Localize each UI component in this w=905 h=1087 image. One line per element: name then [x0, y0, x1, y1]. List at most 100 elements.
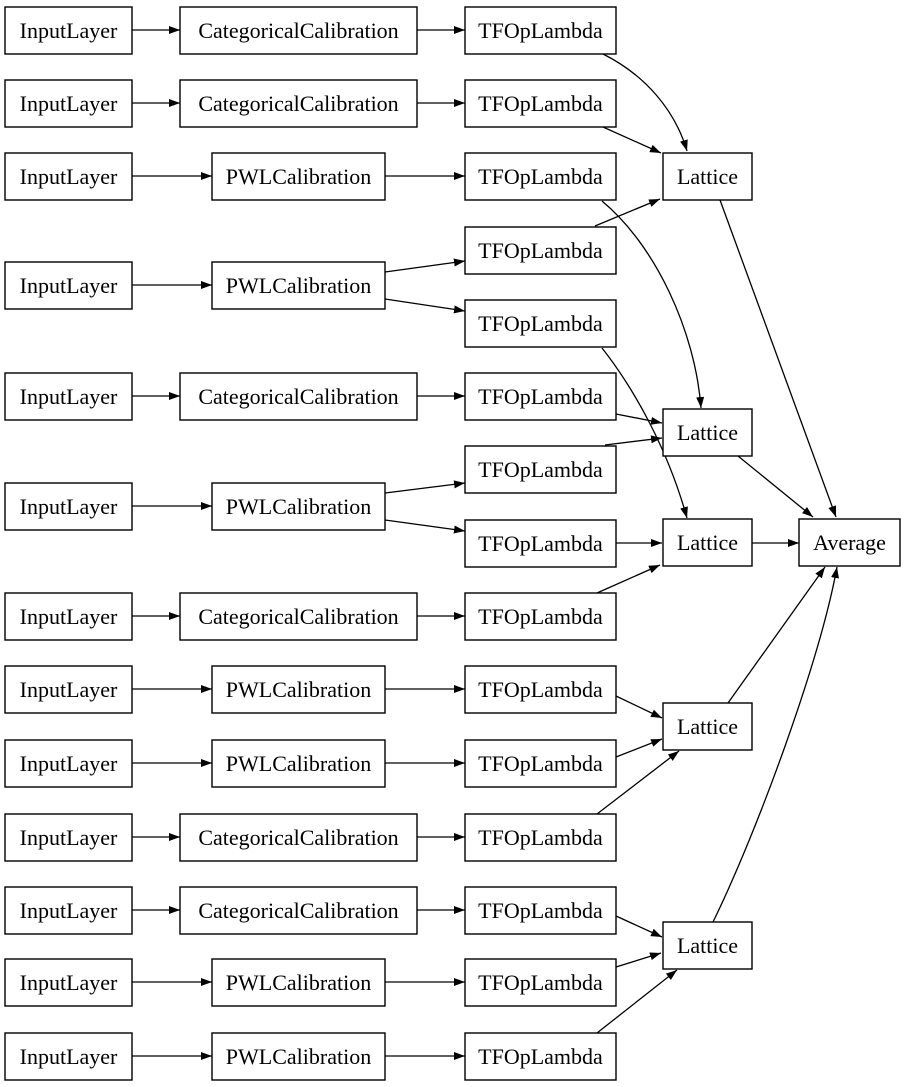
- node-tfoplambda-11-box: [464, 739, 617, 788]
- node-tfoplambda-4-label: TFOpLambda: [478, 238, 603, 263]
- node-inputlayer-9-box: [4, 739, 133, 788]
- node-categoricalcalibration-5-label: CategoricalCalibration: [198, 384, 398, 409]
- node-inputlayer-11-box: [4, 886, 133, 935]
- node-tfoplambda-10-label: TFOpLambda: [478, 677, 603, 702]
- node-pwlcalibration-6-label: PWLCalibration: [226, 494, 371, 519]
- node-inputlayer-9: InputLayer: [4, 739, 133, 788]
- node-lattice-5: Lattice: [662, 921, 753, 970]
- node-average-label: Average: [813, 530, 886, 555]
- node-tfoplambda-1: TFOpLambda: [464, 6, 617, 55]
- edge-tfoplambda-12-lattice-4: [596, 750, 680, 815]
- node-lattice-5-box: [662, 921, 753, 970]
- node-inputlayer-3-box: [4, 152, 133, 201]
- node-tfoplambda-14-label: TFOpLambda: [478, 970, 603, 995]
- node-tfoplambda-1-box: [464, 6, 617, 55]
- edges-layer: [132, 26, 839, 1060]
- node-pwlcalibration-8-box: [211, 665, 386, 714]
- node-categoricalcalibration-1-box: [179, 6, 418, 55]
- edge-tfoplambda-6-lattice-2: [615, 413, 663, 425]
- node-categoricalcalibration-2: CategoricalCalibration: [179, 79, 418, 128]
- node-categoricalcalibration-11-label: CategoricalCalibration: [198, 898, 398, 923]
- node-pwlcalibration-3-label: PWLCalibration: [226, 164, 371, 189]
- node-tfoplambda-15-label: TFOpLambda: [478, 1044, 603, 1069]
- edge-tfoplambda-14-lattice-5: [615, 952, 662, 968]
- node-tfoplambda-11-label: TFOpLambda: [478, 751, 603, 776]
- node-inputlayer-6: InputLayer: [4, 482, 133, 531]
- node-categoricalcalibration-7-box: [179, 592, 418, 641]
- node-inputlayer-1: InputLayer: [4, 6, 133, 55]
- node-inputlayer-7-label: InputLayer: [20, 604, 118, 629]
- nodes-layer: InputLayerInputLayerInputLayerInputLayer…: [4, 6, 901, 1081]
- node-inputlayer-8-box: [4, 665, 133, 714]
- node-tfoplambda-13: TFOpLambda: [464, 886, 617, 935]
- node-inputlayer-2: InputLayer: [4, 79, 133, 128]
- node-tfoplambda-8-box: [464, 519, 617, 568]
- node-tfoplambda-3-label: TFOpLambda: [478, 164, 603, 189]
- node-categoricalcalibration-11: CategoricalCalibration: [179, 886, 418, 935]
- node-tfoplambda-9: TFOpLambda: [464, 592, 617, 641]
- node-lattice-1: Lattice: [662, 152, 753, 201]
- edge-tfoplambda-7-lattice-2: [604, 435, 663, 446]
- node-tfoplambda-4: TFOpLambda: [464, 226, 617, 275]
- node-inputlayer-7: InputLayer: [4, 592, 133, 641]
- node-lattice-2-box: [662, 408, 753, 457]
- node-tfoplambda-9-label: TFOpLambda: [478, 604, 603, 629]
- node-pwlcalibration-8: PWLCalibration: [211, 665, 386, 714]
- node-categoricalcalibration-2-box: [179, 79, 418, 128]
- node-categoricalcalibration-1: CategoricalCalibration: [179, 6, 418, 55]
- node-inputlayer-13: InputLayer: [4, 1032, 133, 1081]
- node-inputlayer-11: InputLayer: [4, 886, 133, 935]
- node-pwlcalibration-13: PWLCalibration: [211, 1032, 386, 1081]
- node-tfoplambda-12: TFOpLambda: [464, 813, 617, 862]
- node-tfoplambda-6-label: TFOpLambda: [478, 384, 603, 409]
- node-pwlcalibration-4-box: [211, 261, 386, 310]
- node-tfoplambda-2: TFOpLambda: [464, 79, 617, 128]
- node-lattice-1-box: [662, 152, 753, 201]
- edge-pwlcalibration-4-tfoplambda-5: [384, 298, 466, 314]
- node-pwlcalibration-3: PWLCalibration: [211, 152, 386, 201]
- node-categoricalcalibration-7: CategoricalCalibration: [179, 592, 418, 641]
- node-lattice-4-box: [662, 702, 753, 751]
- node-tfoplambda-14-box: [464, 958, 617, 1007]
- node-tfoplambda-2-label: TFOpLambda: [478, 91, 603, 116]
- edge-tfoplambda-10-lattice-4: [615, 695, 663, 719]
- node-tfoplambda-5-label: TFOpLambda: [478, 311, 603, 336]
- node-tfoplambda-10-box: [464, 665, 617, 714]
- node-tfoplambda-11: TFOpLambda: [464, 739, 617, 788]
- node-categoricalcalibration-10-label: CategoricalCalibration: [198, 825, 398, 850]
- node-tfoplambda-10: TFOpLambda: [464, 665, 617, 714]
- node-pwlcalibration-4: PWLCalibration: [211, 261, 386, 310]
- node-pwlcalibration-3-box: [211, 152, 386, 201]
- edge-lattice-1-average: [719, 199, 837, 518]
- edge-tfoplambda-13-lattice-5: [615, 915, 663, 938]
- node-pwlcalibration-12-box: [211, 958, 386, 1007]
- node-lattice-4-label: Lattice: [677, 714, 738, 739]
- node-inputlayer-7-box: [4, 592, 133, 641]
- node-inputlayer-4-label: InputLayer: [20, 273, 118, 298]
- node-pwlcalibration-9: PWLCalibration: [211, 739, 386, 788]
- node-inputlayer-13-label: InputLayer: [20, 1044, 118, 1069]
- node-tfoplambda-6: TFOpLambda: [464, 372, 617, 421]
- node-inputlayer-5: InputLayer: [4, 372, 133, 421]
- node-pwlcalibration-9-label: PWLCalibration: [226, 751, 371, 776]
- node-tfoplambda-1-label: TFOpLambda: [478, 18, 603, 43]
- node-categoricalcalibration-2-label: CategoricalCalibration: [198, 91, 398, 116]
- node-tfoplambda-15-box: [464, 1032, 617, 1081]
- node-pwlcalibration-12: PWLCalibration: [211, 958, 386, 1007]
- node-inputlayer-11-label: InputLayer: [20, 898, 118, 923]
- edge-tfoplambda-15-lattice-5: [596, 969, 678, 1034]
- node-tfoplambda-13-label: TFOpLambda: [478, 898, 603, 923]
- node-inputlayer-3: InputLayer: [4, 152, 133, 201]
- node-pwlcalibration-13-box: [211, 1032, 386, 1081]
- node-lattice-2: Lattice: [662, 408, 753, 457]
- node-inputlayer-2-box: [4, 79, 133, 128]
- edge-pwlcalibration-6-tfoplambda-7: [384, 480, 466, 494]
- node-pwlcalibration-4-label: PWLCalibration: [226, 273, 371, 298]
- node-categoricalcalibration-10-box: [179, 813, 418, 862]
- node-tfoplambda-8-label: TFOpLambda: [478, 531, 603, 556]
- node-inputlayer-5-label: InputLayer: [20, 384, 118, 409]
- node-inputlayer-3-label: InputLayer: [20, 164, 118, 189]
- node-pwlcalibration-9-box: [211, 739, 386, 788]
- edge-lattice-4-average: [727, 566, 826, 704]
- node-inputlayer-13-box: [4, 1032, 133, 1081]
